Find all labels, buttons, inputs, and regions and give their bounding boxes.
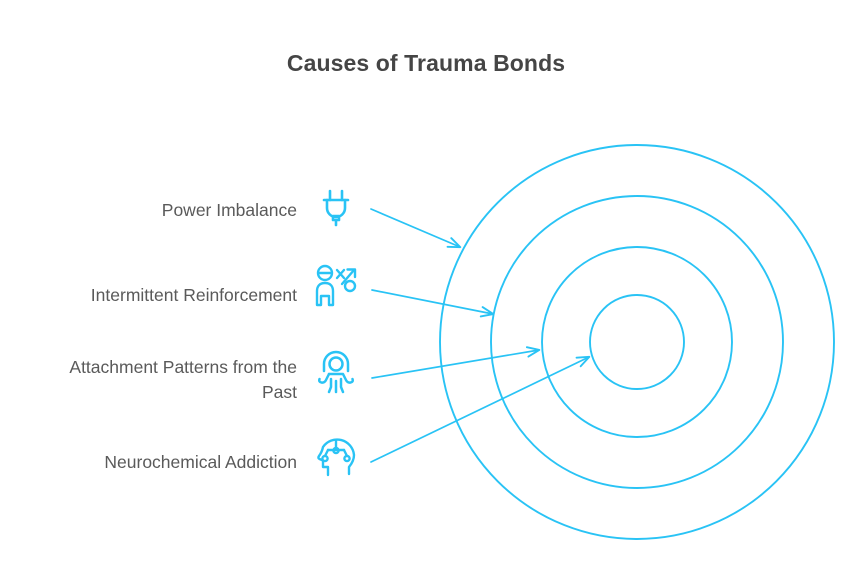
ring-inner <box>589 294 685 390</box>
item-label-attachment-patterns: Attachment Patterns from the Past <box>69 357 297 402</box>
connector-intermittent-reinforcement <box>371 289 495 318</box>
connector-neurochemical-addiction <box>370 355 591 463</box>
head-balance-icon <box>312 434 360 482</box>
ring-outer <box>439 144 835 540</box>
person-strategy-icon <box>312 261 360 309</box>
item-label-neurochemical-addiction: Neurochemical Addiction <box>104 452 297 472</box>
connector-power-imbalance <box>370 208 462 249</box>
connector-attachment-patterns <box>371 346 541 379</box>
page-title: Causes of Trauma Bonds <box>286 50 566 76</box>
ring-third <box>541 246 733 438</box>
item-label-power-imbalance: Power Imbalance <box>161 200 297 220</box>
child-figure-icon <box>312 348 360 396</box>
ring-second <box>490 195 784 489</box>
item-label-intermittent-reinforcement: Intermittent Reinforcement <box>90 285 297 305</box>
power-plug-icon <box>312 183 360 231</box>
